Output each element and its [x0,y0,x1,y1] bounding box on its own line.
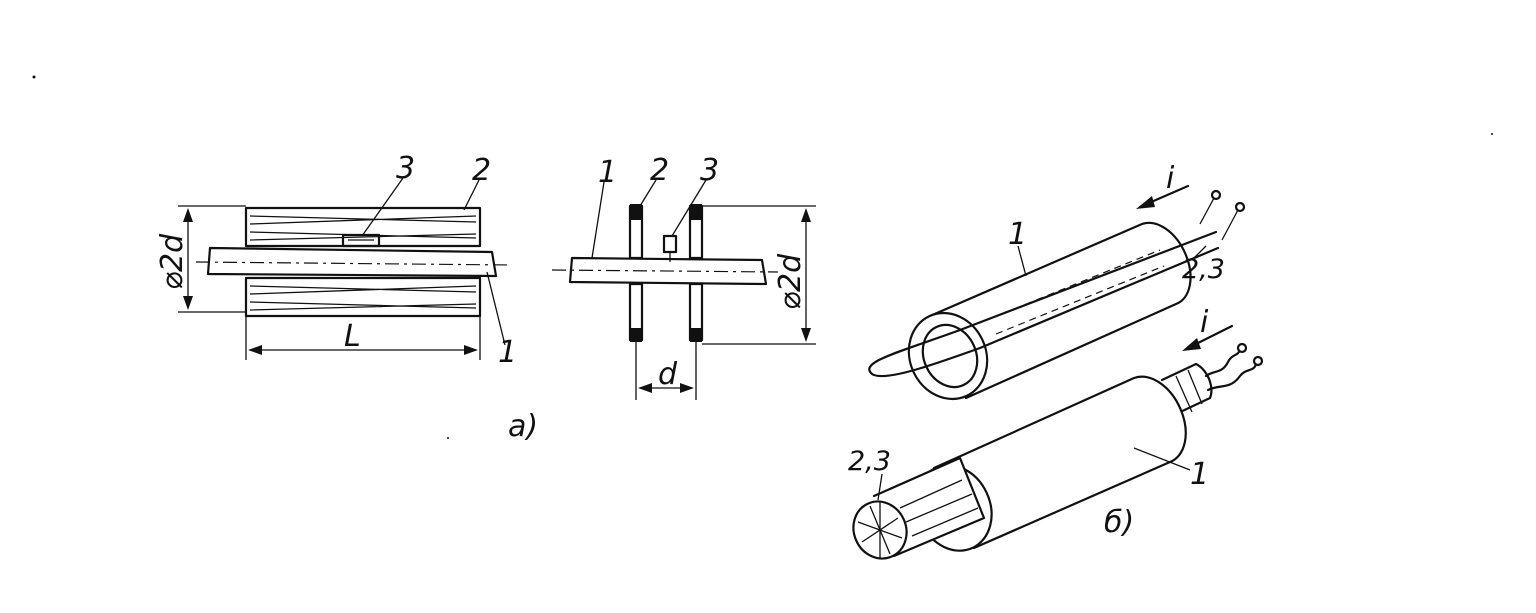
scan-speck [447,437,449,439]
label-dim-L: L [344,319,361,354]
lower-winding [244,276,482,318]
label-item-2-a: 2 [472,153,491,188]
terminal-icon [1252,355,1264,367]
core-rod [206,246,498,278]
wire-hidden-lines [991,249,1165,335]
label-view-a: a) [508,409,538,444]
label-current-lower: i [1200,305,1209,340]
axis-line [195,261,513,266]
leader-23-b-lower [877,473,883,501]
label-item-2-edge: 2 [650,153,669,188]
view-a-edge [551,179,816,400]
cable-exit-strands [1175,369,1203,413]
leader-3-edge [671,179,707,237]
label-item-1-b-upper: 1 [1008,217,1027,252]
label-item-1-a: 1 [498,335,517,370]
dim-L-lines [245,316,481,360]
label-item-23-b-upper: 2,3 [1182,254,1225,285]
dim-2d-left-lines [178,205,246,313]
label-item-1-edge: 1 [598,155,617,190]
cable-bundle-strands [899,479,979,537]
dim-2d-right-arrows [801,208,811,342]
leader-1-b-lower [1133,447,1191,471]
view-b-lower-cable [852,324,1264,560]
label-current-upper: i [1166,161,1175,196]
label-view-b: б) [1104,505,1134,540]
sensor-element [341,233,381,248]
leader-2 [463,179,480,211]
ring-right-bottom-cap [690,328,702,342]
cable-twisted-leads [1204,348,1258,392]
label-dim-2d-left: ⌀2d [155,233,190,290]
sensor-element-edge [662,234,678,254]
dim-d-arrows [638,383,694,393]
leader-2-edge [639,179,657,207]
leader-23-b-upper [1193,245,1207,259]
leader-3 [361,177,404,237]
wire-leads [1199,197,1239,241]
leader-1-edge [591,181,605,259]
arrow-head-icon [1136,196,1155,209]
upper-winding-hatch [249,215,477,241]
leader-1-b-upper [1017,245,1027,277]
terminal-icon [1234,201,1246,213]
leader-1 [486,271,506,346]
view-a-side [178,177,513,360]
dim-2d-right-lines [702,205,816,345]
terminal-icon [1210,189,1222,201]
looped-wire [868,230,1220,378]
arrow-head-icon [1182,338,1201,351]
view-b-upper-tube [868,184,1246,401]
label-dim-d: d [658,357,678,392]
scan-speck [1491,133,1493,135]
lower-tube-body [932,375,1187,550]
label-item-23-b-lower: 2,3 [848,446,891,477]
ring-left-top-cap [630,204,642,220]
ring-left-bottom-cap [630,328,642,342]
axis-line-edge [551,269,779,273]
ring-right-top-cap [690,204,702,220]
label-item-3-a: 3 [396,151,415,186]
label-dim-2d-right: ⌀2d [773,253,808,310]
label-item-3-edge: 3 [700,153,719,188]
label-item-1-b-lower: 1 [1190,457,1209,492]
lower-winding-hatch [249,285,477,311]
terminal-icon [1236,342,1248,354]
cable-end-spokes [857,502,903,558]
scan-speck [32,75,36,79]
